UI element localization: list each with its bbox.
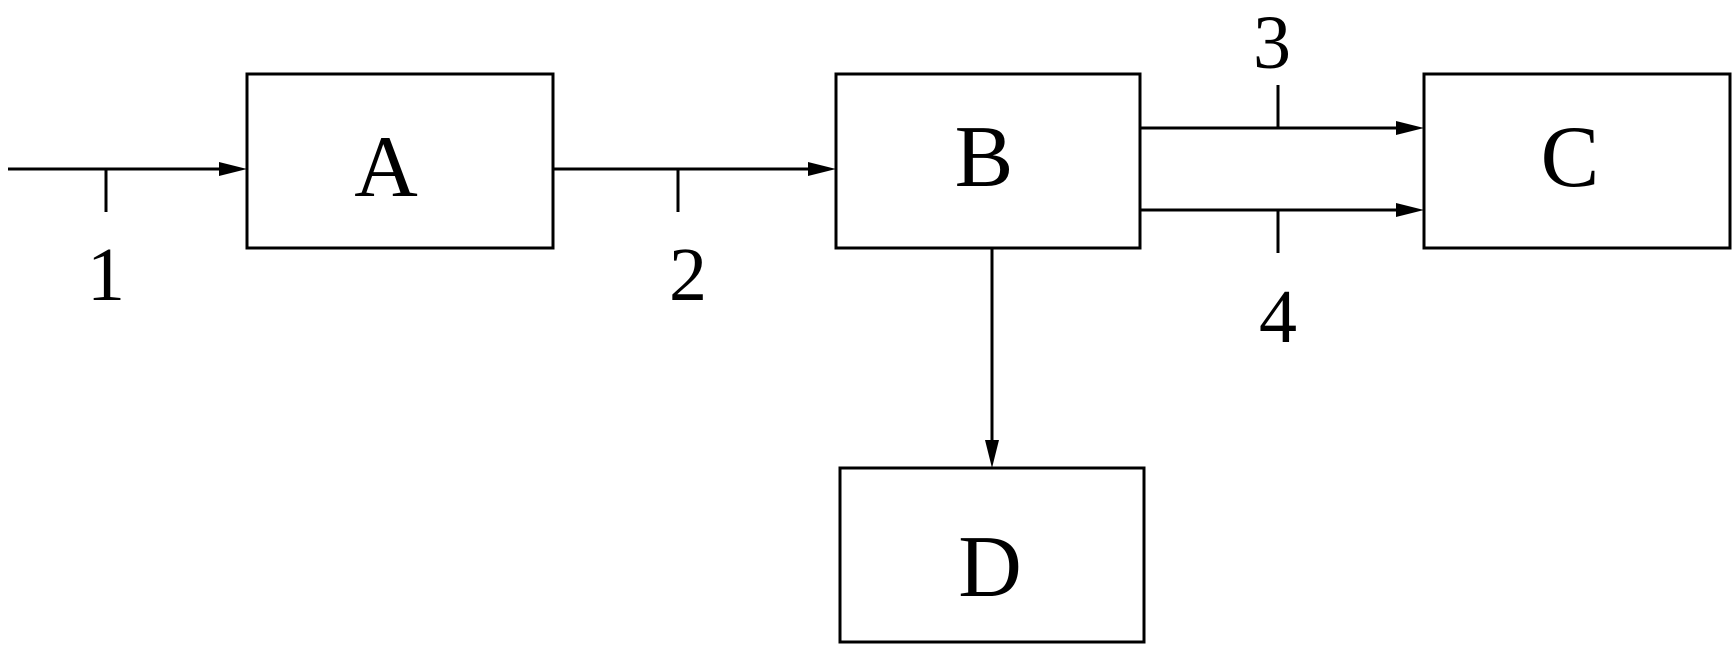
stream-1-label: 1 [87,233,125,317]
stream-4-arrowhead [1396,203,1424,217]
box-c-label: C [1541,109,1600,206]
box-b-label: B [955,109,1014,206]
stream-2-arrowhead [808,162,836,176]
box-c [1422,72,1732,250]
stream-3-label: 3 [1253,1,1291,85]
stream-4-label: 4 [1259,275,1297,359]
stream-3-arrowhead [1396,121,1424,135]
stream-1-arrowhead [219,162,247,176]
box-b [834,72,1142,250]
box-a-label: A [354,119,418,216]
box-d-label: D [958,519,1022,616]
b-to-d-arrowhead [985,440,999,468]
box-d [838,466,1146,644]
box-a [245,72,555,250]
stream-2-label: 2 [669,233,707,317]
